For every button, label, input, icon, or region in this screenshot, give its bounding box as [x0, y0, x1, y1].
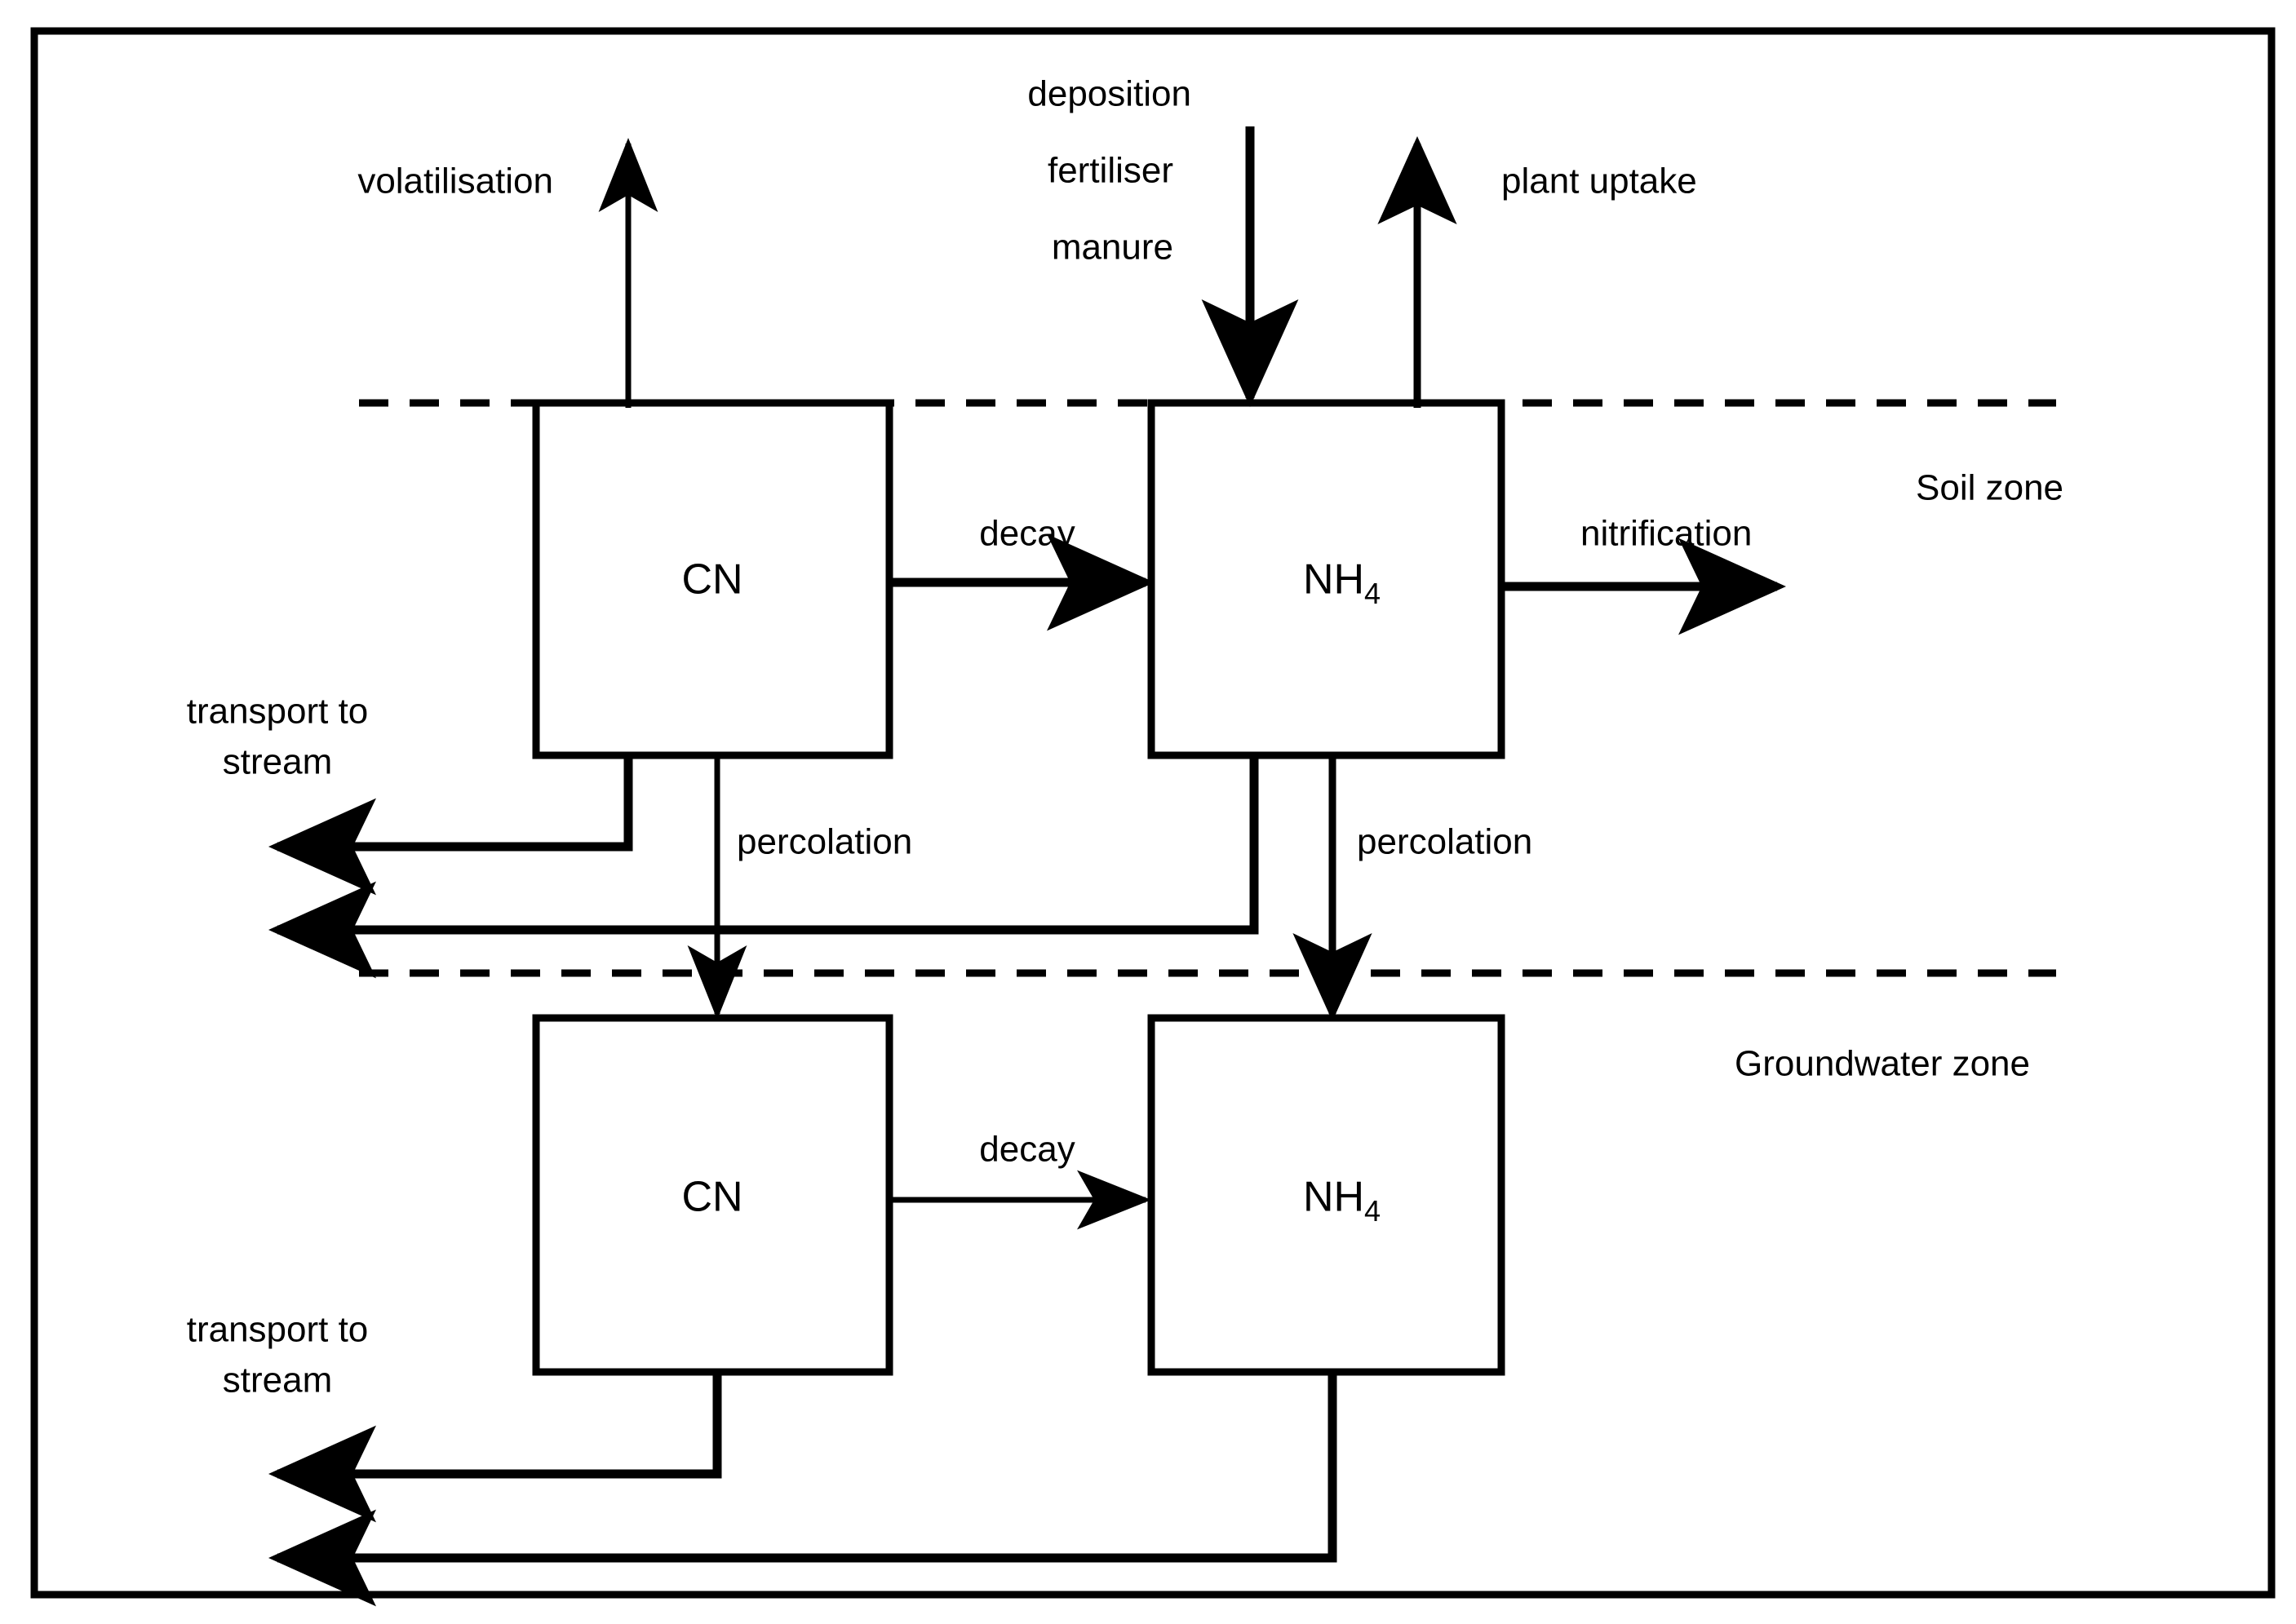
- box-gw-nh4[interactable]: [1147, 1014, 1505, 1376]
- label-percolation-nh4: percolation: [1357, 822, 1532, 862]
- label-manure: manure: [1052, 228, 1173, 268]
- label-transport-stream-soil-line2: stream: [223, 742, 332, 782]
- label-soil-zone: Soil zone: [1916, 468, 2063, 508]
- label-fertiliser: fertiliser: [1048, 151, 1173, 191]
- label-plant-uptake: plant uptake: [1501, 162, 1697, 201]
- label-nitrification: nitrification: [1580, 514, 1752, 554]
- label-groundwater-zone: Groundwater zone: [1735, 1044, 2030, 1084]
- label-deposition: deposition: [1027, 74, 1191, 114]
- label-decay-groundwater: decay: [979, 1130, 1075, 1170]
- label-percolation-cn: percolation: [737, 822, 912, 862]
- arrow-transport-stream-gw-cn: [268, 1372, 722, 1523]
- box-label-gw-nh4-subscript: 4: [1364, 1194, 1381, 1228]
- label-volatilisation: volatilisation: [357, 162, 553, 201]
- box-label-gw-nh4: NH: [1303, 1174, 1364, 1221]
- box-label-soil-nh4: NH: [1303, 556, 1364, 604]
- arrow-transport-stream-gw-nh4: [268, 1372, 1337, 1607]
- label-transport-stream-soil-line1: transport to: [187, 692, 369, 732]
- arrow-transport-stream-soil-nh4: [268, 755, 1259, 979]
- box-soil-nh4[interactable]: [1147, 399, 1505, 759]
- box-soil-cn[interactable]: [532, 399, 893, 759]
- box-label-soil-nh4-subscript: 4: [1364, 577, 1381, 610]
- arrow-transport-stream-soil-cn: [268, 755, 633, 896]
- label-decay-soil: decay: [979, 514, 1075, 554]
- label-transport-stream-gw-line2: stream: [223, 1361, 332, 1401]
- box-label-soil-cn: CN: [681, 556, 742, 604]
- box-label-gw-cn: CN: [681, 1174, 742, 1221]
- outer-frame: [30, 27, 2276, 1599]
- label-transport-stream-gw-line1: transport to: [187, 1310, 369, 1350]
